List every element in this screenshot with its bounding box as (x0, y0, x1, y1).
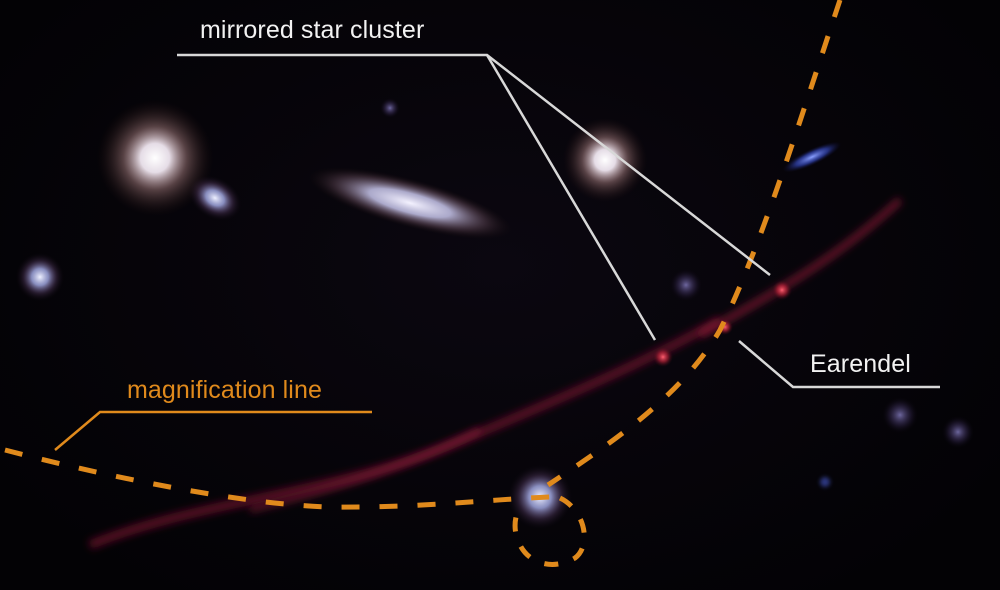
elongated-galaxy (308, 167, 512, 239)
bright-star-left (97, 100, 213, 216)
cluster-leader-line-left (485, 54, 657, 341)
faint-galaxy-right-1 (882, 397, 918, 433)
purple-blob (670, 269, 702, 301)
magnification-line-upper (546, 0, 843, 488)
cluster-image-right (772, 280, 792, 300)
faint-galaxy-right-2 (942, 416, 974, 448)
earendel-leader-line (738, 340, 940, 389)
blue-streak-galaxy (782, 141, 842, 173)
cluster-leader-line-right (177, 53, 771, 276)
mirrored-star-cluster-label: mirrored star cluster (200, 16, 425, 44)
cluster-image-left (653, 347, 673, 367)
lensed-arc-lower (88, 316, 723, 550)
magnification-leader-line (54, 410, 372, 451)
earendel-label: Earendel (810, 350, 911, 378)
lensed-arc-upper (698, 197, 903, 339)
faint-galaxy-top (380, 98, 400, 118)
magnification-loop (512, 495, 587, 567)
bright-star-center (563, 118, 647, 202)
star-left-edge (16, 253, 64, 301)
tiny-blue-dot (820, 477, 830, 487)
blue-galaxy-small (188, 175, 242, 221)
magnification-line-lower (4, 447, 551, 510)
magnification-line-label: magnification line (127, 376, 322, 404)
